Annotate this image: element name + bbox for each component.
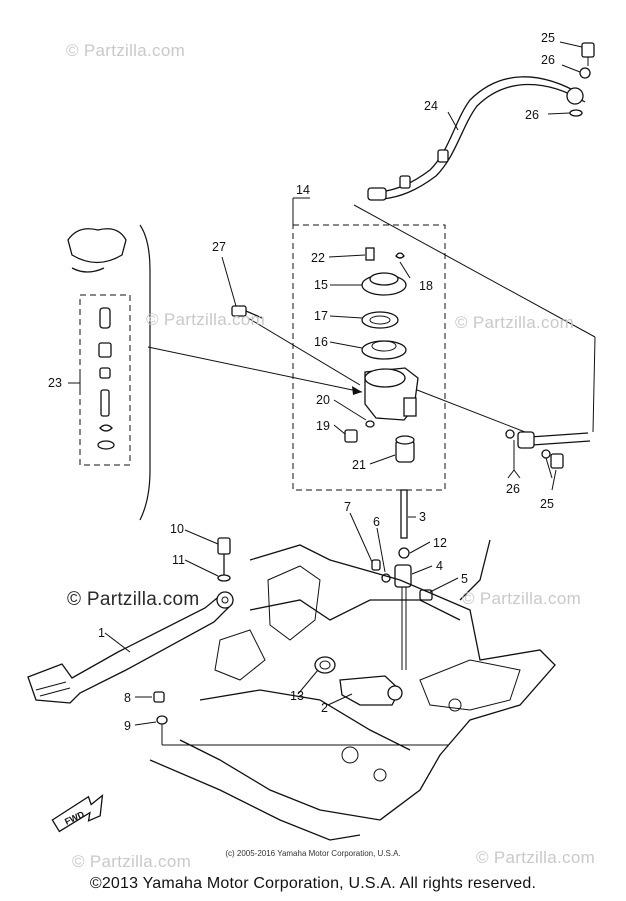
callout-15: 15 [314,278,328,292]
callout-23: 23 [48,376,62,390]
callout-labels: 1 2 3 4 5 6 7 8 9 10 11 12 13 14 15 16 1… [48,31,555,827]
watermark: © Partzilla.com [66,41,186,60]
callout-6: 6 [373,515,380,529]
callout-7: 7 [344,500,351,514]
callout-26-mid: 26 [525,108,539,122]
watermark: © Partzilla.com [67,589,200,610]
callout-18: 18 [419,279,433,293]
callout-19: 19 [316,419,330,433]
watermark: © Partzilla.com [146,310,266,329]
callout-9: 9 [124,719,131,733]
callout-4: 4 [436,559,443,573]
callout-10: 10 [170,522,184,536]
brake-hose [367,42,595,201]
callout-22: 22 [311,251,325,265]
callout-14: 14 [296,183,310,197]
callout-20: 20 [316,393,330,407]
brake-pedal [27,591,234,704]
callout-8: 8 [124,691,131,705]
callout-27: 27 [212,240,226,254]
callout-2: 2 [321,701,328,715]
watermark: © Partzilla.com [455,313,575,332]
callout-16: 16 [314,335,328,349]
inset-piston-kit [67,224,151,521]
watermark: © Partzilla.com [476,848,596,867]
callout-12: 12 [433,536,447,550]
callout-21: 21 [352,458,366,472]
callout-11: 11 [172,553,185,567]
callout-3: 3 [419,510,426,524]
callout-17: 17 [314,309,328,323]
callout-26-bottom: 26 [506,482,520,496]
frame [149,539,556,841]
callout-5: 5 [461,572,468,586]
callout-25-bottom: 25 [540,497,554,511]
callout-25-top: 25 [541,31,555,45]
leader-lines [104,41,583,726]
callout-13: 13 [290,689,304,703]
fwd-arrow [51,794,104,833]
callout-24: 24 [424,99,438,113]
small-copyright: (c) 2005-2016 Yamaha Motor Corporation, … [225,849,401,858]
callout-1: 1 [98,626,105,640]
callout-26-top: 26 [541,53,555,67]
banjo-assembly [505,429,591,479]
watermark: © Partzilla.com [462,589,582,608]
shaft-spring [314,656,403,706]
footer-copyright: ©2013 Yamaha Motor Corporation, U.S.A. A… [89,875,537,892]
watermark: © Partzilla.com [72,852,192,871]
master-cylinder [344,247,419,463]
